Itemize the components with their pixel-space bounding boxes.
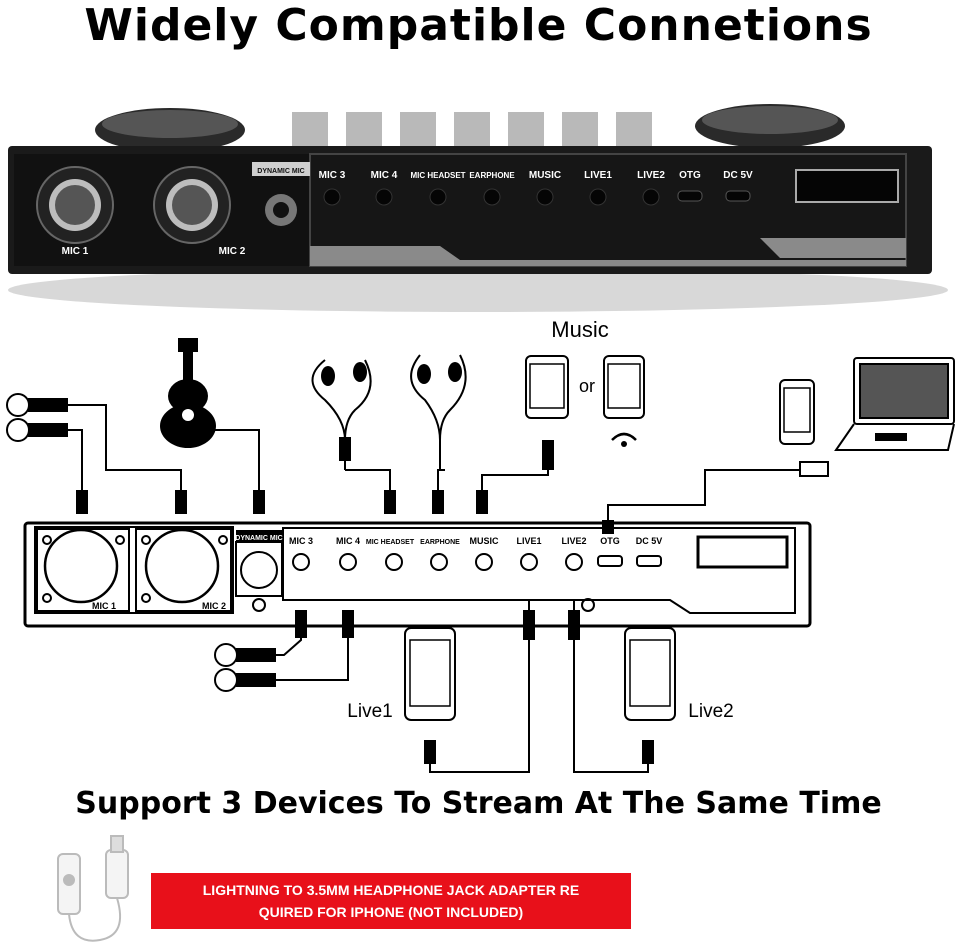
- phone-icon-live1: [404, 627, 456, 721]
- adapter-notice-banner: LIGHTNING TO 3.5MM HEADPHONE JACK ADAPTE…: [151, 873, 631, 929]
- earphone-icons: [311, 354, 467, 470]
- dynamic-mic-jack: [240, 551, 278, 589]
- usb-plug-icon: [799, 461, 829, 477]
- guitar-icon: [160, 338, 216, 448]
- laptop-icon: [834, 357, 955, 451]
- photo-label-mic4: MIC 4: [371, 170, 398, 181]
- device-photo: [8, 104, 948, 312]
- diagram-label-mic1: MIC 1: [92, 601, 116, 611]
- phone-icon-music-wireless: [603, 355, 645, 419]
- subtitle: Support 3 Devices To Stream At The Same …: [75, 786, 882, 821]
- xlr-jack-2: [144, 528, 220, 604]
- diagram-label-mic3: MIC 3: [289, 536, 313, 546]
- live1-label: Live1: [347, 701, 392, 722]
- photo-label-earphone: EARPHONE: [469, 171, 515, 180]
- photo-label-music: MUSIC: [529, 170, 561, 181]
- device-outline: [23, 521, 812, 628]
- photo-label-mic3: MIC 3: [319, 170, 346, 181]
- phone-icons: [404, 355, 815, 721]
- banner-line-2: QUIRED FOR IPHONE (NOT INCLUDED): [258, 904, 524, 920]
- wireless-icon: [611, 432, 637, 447]
- diagram-label-mic4: MIC 4: [336, 536, 360, 546]
- page-title: Widely Compatible Connetions: [84, 0, 873, 51]
- diagram-label-music: MUSIC: [470, 536, 500, 546]
- diagram-label-live2: LIVE2: [561, 536, 586, 546]
- photo-label-live1: LIVE1: [584, 170, 612, 181]
- diagram-label-earphone: EARPHONE: [420, 539, 460, 546]
- xlr-jack-1: [43, 528, 119, 604]
- photo-label-mic2: MIC 2: [219, 246, 246, 257]
- diagram-label-mic-headset: MIC HEADSET: [366, 539, 415, 546]
- diagram-label-live1: LIVE1: [516, 536, 541, 546]
- live2-label: Live2: [688, 701, 733, 722]
- cable-plugs: [76, 440, 654, 764]
- lightning-adapter-icon: [57, 835, 129, 942]
- photo-label-dc5v: DC 5V: [723, 170, 753, 181]
- photo-port-labels: MIC 1 MIC 2 DYNAMIC MIC MIC 3 MIC 4 MIC …: [62, 168, 753, 257]
- phone-icon-otg: [779, 379, 815, 445]
- diagram-label-dc5v: DC 5V: [636, 536, 663, 546]
- phone-icon-music: [525, 355, 569, 419]
- diagram-label-otg: OTG: [600, 536, 620, 546]
- diagram-port-labels: DYNAMIC MIC MIC 1 MIC 2 MIC 3 MIC 4 MIC …: [92, 530, 662, 611]
- photo-label-live2: LIVE2: [637, 170, 665, 181]
- diagram-label-dynamic-mic: DYNAMIC MIC: [235, 535, 282, 542]
- diagram-label-mic2: MIC 2: [202, 601, 226, 611]
- photo-label-otg: OTG: [679, 170, 701, 181]
- music-label: Music: [551, 317, 608, 342]
- banner-line-1: LIGHTNING TO 3.5MM HEADPHONE JACK ADAPTE…: [202, 882, 580, 898]
- or-label: or: [579, 376, 595, 396]
- phone-icon-live2: [624, 627, 676, 721]
- microphone-icons: [6, 393, 276, 692]
- photo-label-mic-headset: MIC HEADSET: [410, 171, 465, 180]
- photo-label-mic1: MIC 1: [62, 246, 89, 257]
- xlr-panel: [34, 526, 234, 614]
- photo-label-dynamic-mic: DYNAMIC MIC: [257, 168, 304, 175]
